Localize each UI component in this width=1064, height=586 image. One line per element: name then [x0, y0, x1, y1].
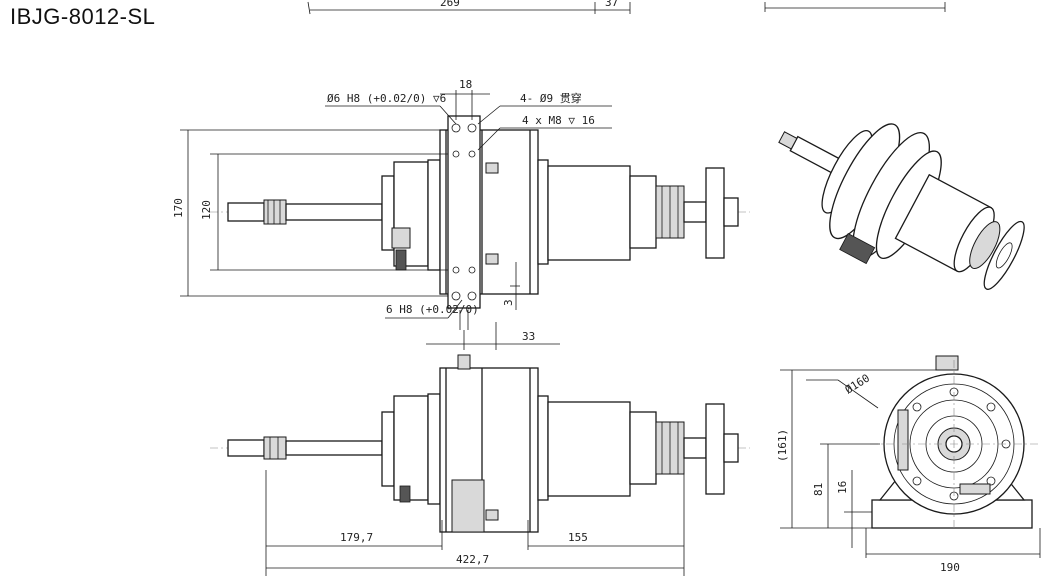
- dim-155: 155: [568, 531, 588, 544]
- dim-18: 18: [459, 78, 472, 91]
- dim-3: 3: [502, 299, 515, 306]
- dim-120: 120: [200, 200, 213, 220]
- side-view-upper: [210, 115, 750, 309]
- isometric-view: [778, 123, 1025, 290]
- side-view-upper-dimensions: 170 120 18 Ø6 H8 (+0.02/0) ▽6 4- Ø9 贯穿 4…: [172, 78, 612, 350]
- dim-33: 33: [522, 330, 535, 343]
- dim-top-b: 37: [605, 0, 618, 9]
- top-partial-dimensions: 269 37: [307, 0, 946, 15]
- side-view-lower: [210, 354, 750, 533]
- dim-d160: Ø160: [843, 371, 872, 396]
- drawing-title: IBJG-8012-SL: [10, 4, 156, 29]
- callout-bore: Ø6 H8 (+0.02/0) ▽6: [327, 92, 446, 105]
- dim-16: 16: [836, 481, 849, 494]
- dim-161: (161): [776, 429, 789, 462]
- dim-190: 190: [940, 561, 960, 574]
- front-view: [870, 355, 1040, 530]
- front-housing: [547, 165, 631, 261]
- dim-170: 170: [172, 198, 185, 218]
- dim-81: 81: [812, 483, 825, 496]
- rear-shaft: [285, 203, 383, 221]
- callout-holes: 4- Ø9 贯穿: [520, 91, 582, 105]
- callout-thread: 4 x M8 ▽ 16: [522, 114, 595, 127]
- dim-422-7: 422,7: [456, 553, 489, 566]
- mounting-foot: [447, 115, 481, 309]
- dim-179-7: 179,7: [340, 531, 373, 544]
- callout-pin: 6 H8 (+0.02/0): [386, 303, 479, 316]
- front-view-dimensions: Ø160 (161) 81 16 190: [776, 369, 1041, 574]
- tool-disc: [705, 167, 725, 259]
- rear-flange: [393, 161, 429, 267]
- side-view-lower-dimensions: 179,7 155 422,7: [265, 470, 685, 576]
- rear-connector: [227, 202, 265, 222]
- dim-top-a: 269: [440, 0, 460, 9]
